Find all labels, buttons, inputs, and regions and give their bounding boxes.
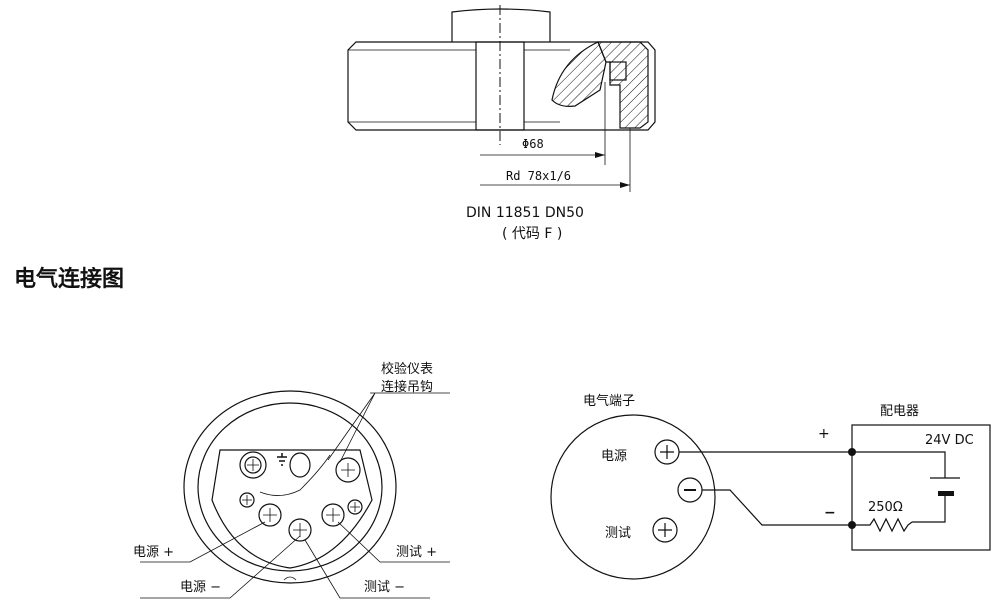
label-power-minus: 电源 − [180, 580, 221, 595]
section-title: 电气连接图 [14, 266, 124, 292]
wiring-schematic: 电气端子 电源 测试 配电器 24V DC + − 250Ω [550, 393, 991, 580]
flange-code: ( 代码 F ) [502, 226, 562, 242]
label-power-plus: 电源 + [133, 545, 174, 560]
test-label: 测试 [605, 526, 631, 541]
label-test-minus: 测试 − [364, 580, 405, 595]
bore-dimension: Φ68 [522, 137, 544, 151]
test-plus-terminal [652, 517, 678, 543]
terminal-label: 电气端子 [583, 393, 635, 409]
minus-sign: − [824, 505, 836, 521]
flange-drawing: Φ68 Rd 78x1/6 DIN 11851 DN50 ( 代码 F ) [347, 5, 656, 242]
resistor-value: 250Ω [868, 500, 903, 515]
hook-callout-line1: 校验仪表 [381, 361, 433, 377]
supply-voltage: 24V DC [925, 433, 974, 448]
distributor-box [851, 424, 991, 551]
thread-dimension: Rd 78x1/6 [506, 169, 571, 183]
power-label: 电源 [601, 449, 627, 464]
plus-sign: + [818, 426, 830, 442]
label-test-plus: 测试 + [396, 545, 437, 560]
terminal-head-drawing: 校验仪表 连接吊钩 电源 + 电源 − 测试 + 测试 − [133, 361, 450, 599]
distributor-label: 配电器 [880, 404, 919, 419]
flange-standard: DIN 11851 DN50 [466, 205, 584, 221]
hook-callout-line2: 连接吊钩 [381, 379, 433, 395]
